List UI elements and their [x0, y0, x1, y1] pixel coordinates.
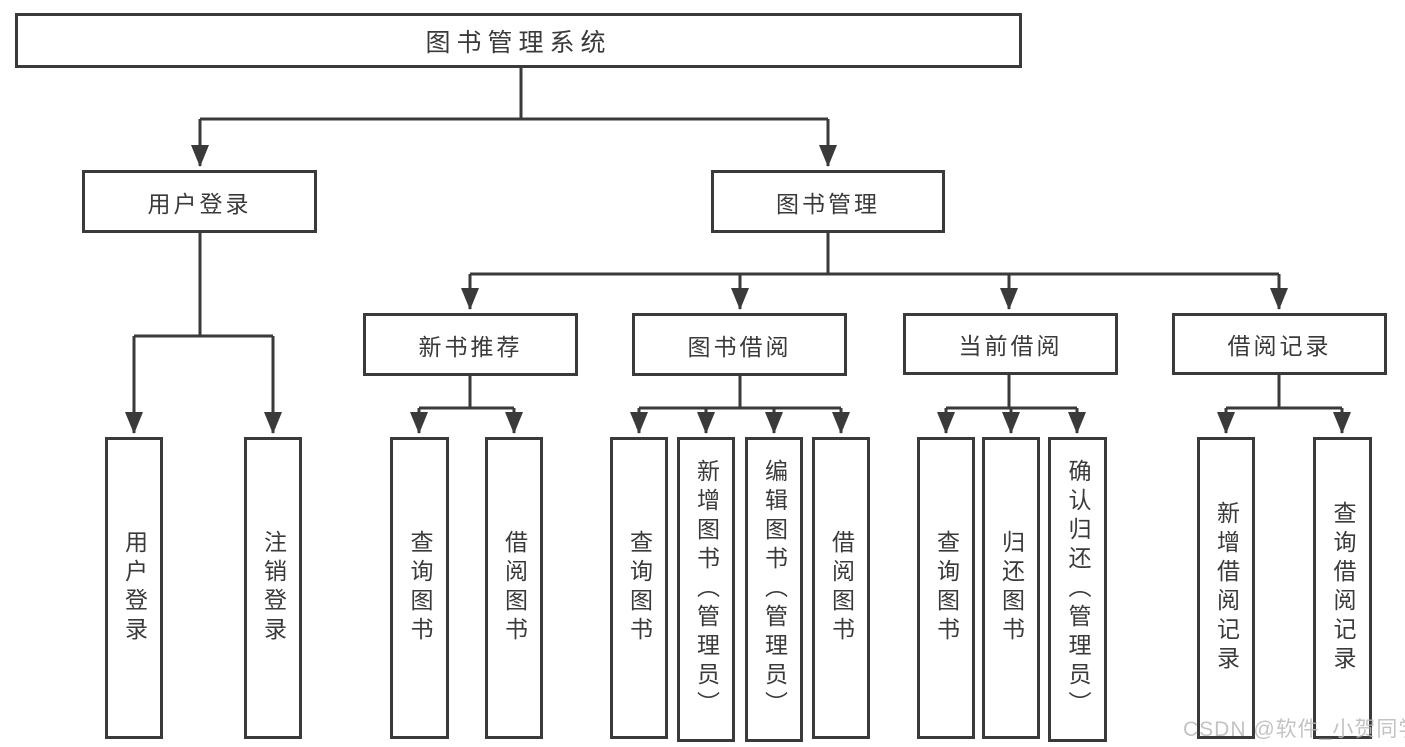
leaf-confirm-return-admin: 确认归还（管理员） [1048, 437, 1107, 742]
node-label: 借阅记录 [1227, 333, 1332, 359]
leaf-query-books-borrow: 查询图书 [610, 437, 668, 739]
node-user-login: 用户登录 [82, 170, 317, 233]
node-label: 用户登录 [147, 190, 252, 217]
leaf-logout: 注销登录 [244, 437, 302, 739]
node-book-management: 图书管理 [711, 170, 945, 233]
leaf-edit-books-admin: 编辑图书（管理员） [745, 437, 803, 742]
node-label: 当前借阅 [958, 333, 1063, 359]
leaf-borrow-books-newbook: 借阅图书 [485, 437, 543, 739]
leaf-query-books-current: 查询图书 [917, 437, 975, 739]
leaf-query-borrow-record: 查询借阅记录 [1313, 437, 1372, 739]
leaf-add-borrow-record: 新增借阅记录 [1197, 437, 1255, 739]
node-borrow-records: 借阅记录 [1172, 313, 1387, 375]
leaf-return-books: 归还图书 [982, 437, 1040, 739]
node-label: 图书管理系统 [425, 28, 612, 57]
csdn-watermark: CSDN @软件_小贺同学 [1183, 718, 1405, 741]
node-current-borrow: 当前借阅 [903, 313, 1118, 375]
leaf-add-books-admin: 新增图书（管理员） [677, 437, 735, 742]
node-library-management-system: 图书管理系统 [15, 13, 1022, 68]
leaf-user-login: 用户登录 [105, 437, 163, 739]
node-new-book-recommend: 新书推荐 [363, 313, 578, 376]
leaf-query-books-newbook: 查询图书 [390, 437, 449, 739]
node-label: 新书推荐 [418, 333, 523, 360]
leaf-borrow-books: 借阅图书 [812, 437, 870, 739]
node-label: 图书借阅 [687, 333, 792, 360]
node-label: 图书管理 [776, 190, 880, 217]
node-book-borrow: 图书借阅 [632, 313, 847, 376]
